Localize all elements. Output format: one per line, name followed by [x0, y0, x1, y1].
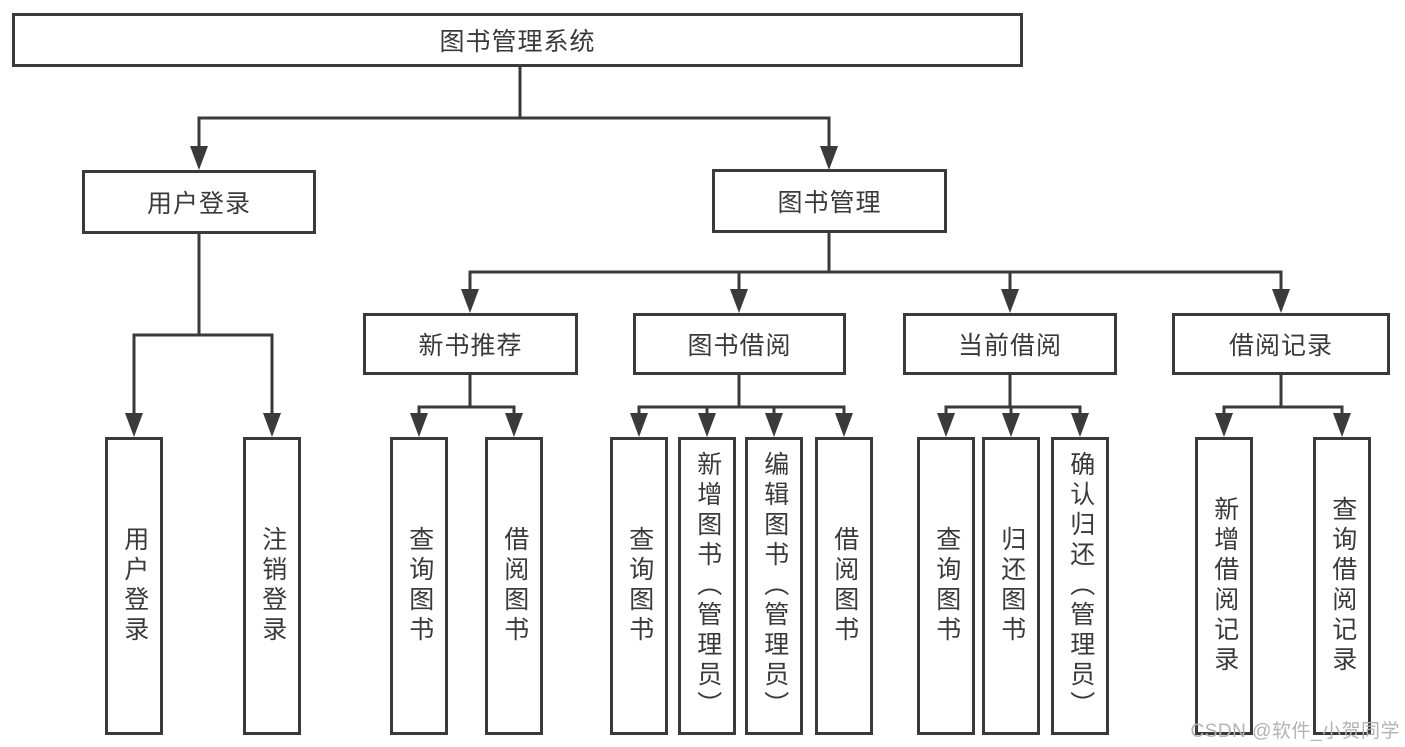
node-book-borrowing: 图书借阅	[633, 313, 846, 375]
leaf-borrow-books-recommend: 借阅图书	[485, 437, 543, 735]
leaf-return-book-label: 归还图书	[997, 526, 1026, 646]
arrowhead-icon	[410, 413, 428, 437]
arrowhead-icon	[505, 413, 523, 437]
leaf-user-login: 用户登录	[105, 437, 163, 735]
arrowhead-icon	[263, 413, 281, 437]
leaf-add-book-admin: 新增图书（管理员）	[678, 437, 736, 735]
node-user-login: 用户登录	[82, 170, 316, 234]
leaf-query-books-borrowing: 查询图书	[610, 437, 668, 735]
node-user-login-label: 用户登录	[146, 190, 251, 218]
arrowhead-icon	[190, 146, 208, 170]
node-new-book-recommend: 新书推荐	[363, 313, 578, 375]
node-root: 图书管理系统	[12, 13, 1023, 67]
leaf-query-borrow-record: 查询借阅记录	[1313, 437, 1371, 735]
leaf-confirm-return-admin: 确认归还（管理员）	[1051, 437, 1109, 735]
leaf-return-book: 归还图书	[982, 437, 1040, 735]
leaf-query-borrow-record-label: 查询借阅记录	[1328, 496, 1357, 676]
leaf-add-book-admin-label: 新增图书（管理员）	[693, 451, 722, 721]
leaf-query-books-recommend-label: 查询图书	[405, 526, 434, 646]
leaf-query-books-current-label: 查询图书	[932, 526, 961, 646]
arrowhead-icon	[698, 413, 716, 437]
leaf-query-books-current: 查询图书	[917, 437, 975, 735]
node-current-borrowing: 当前借阅	[903, 313, 1117, 375]
arrowhead-icon	[125, 413, 143, 437]
leaf-borrow-books: 借阅图书	[815, 437, 873, 735]
arrowhead-icon	[1272, 289, 1290, 313]
node-book-borrowing-label: 图书借阅	[687, 332, 792, 360]
arrowhead-icon	[630, 413, 648, 437]
arrowhead-icon	[1001, 289, 1019, 313]
leaf-edit-book-admin: 编辑图书（管理员）	[745, 437, 803, 735]
arrowheads	[125, 146, 1351, 437]
arrowhead-icon	[1333, 413, 1351, 437]
leaf-borrow-books-label: 借阅图书	[830, 526, 859, 646]
arrowhead-icon	[937, 413, 955, 437]
arrowhead-icon	[835, 413, 853, 437]
leaf-query-books-borrowing-label: 查询图书	[625, 526, 654, 646]
watermark: CSDN @软件_小贺同学	[1190, 721, 1400, 742]
arrowhead-icon	[730, 289, 748, 313]
arrowhead-icon	[765, 413, 783, 437]
leaf-add-borrow-record: 新增借阅记录	[1195, 437, 1253, 735]
node-new-book-recommend-label: 新书推荐	[418, 332, 523, 360]
leaf-borrow-books-recommend-label: 借阅图书	[500, 526, 529, 646]
node-borrow-records-label: 借阅记录	[1228, 332, 1333, 360]
leaf-user-login-label: 用户登录	[120, 526, 149, 646]
leaf-logout: 注销登录	[243, 437, 301, 735]
arrowhead-icon	[1215, 413, 1233, 437]
arrowhead-icon	[1071, 413, 1089, 437]
leaf-confirm-return-admin-label: 确认归还（管理员）	[1066, 451, 1095, 721]
node-root-label: 图书管理系统	[439, 28, 596, 56]
arrowhead-icon	[461, 289, 479, 313]
node-book-management: 图书管理	[712, 169, 947, 233]
leaf-logout-label: 注销登录	[258, 526, 287, 646]
leaf-edit-book-admin-label: 编辑图书（管理员）	[760, 451, 789, 721]
node-book-management-label: 图书管理	[777, 189, 882, 217]
arrowhead-icon	[820, 146, 838, 170]
leaf-add-borrow-record-label: 新增借阅记录	[1210, 496, 1239, 676]
arrowhead-icon	[1002, 413, 1020, 437]
leaf-query-books-recommend: 查询图书	[390, 437, 448, 735]
node-borrow-records: 借阅记录	[1172, 313, 1390, 375]
node-current-borrowing-label: 当前借阅	[957, 332, 1062, 360]
